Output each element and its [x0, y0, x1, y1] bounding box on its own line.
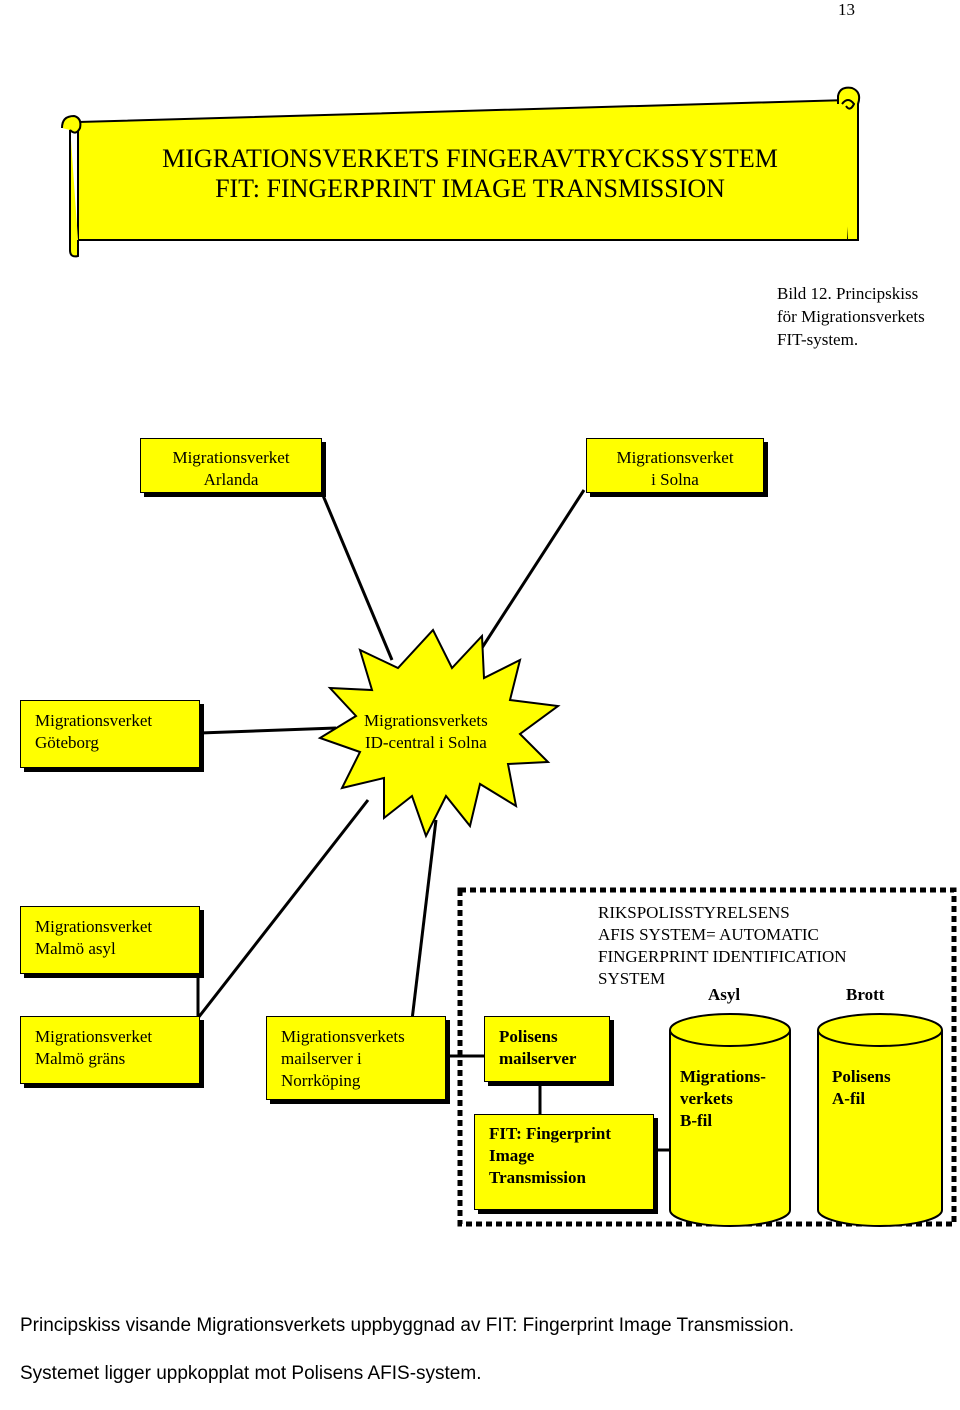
node-arlanda: Migrationsverket Arlanda [140, 438, 322, 493]
connector-solna [476, 489, 586, 655]
connector-malmo-asyl [196, 799, 370, 1019]
afis-title: RIKSPOLISSTYRELSENS AFIS SYSTEM= AUTOMAT… [598, 903, 847, 988]
node-fit: FIT: Fingerprint Image Transmission [474, 1114, 654, 1210]
diagram-canvas [61, 86, 957, 1227]
figure-note: Bild 12. Principskiss för Migrationsverk… [777, 282, 925, 351]
banner-title: MIGRATIONSVERKETS FINGERAVTRYCKSSYSTEM F… [80, 144, 860, 204]
page-number: 13 [838, 0, 855, 19]
db-brott-text: Polisens A-fil [832, 1067, 891, 1108]
connector-norrkoping [410, 819, 438, 1021]
node-id-central: Migrationsverkets ID-central i Solna [364, 711, 488, 752]
caption-line1: Principskiss visande Migrationsverkets u… [20, 1315, 795, 1336]
note-line1: Bild 12. Principskiss [777, 284, 919, 303]
node-malmo-asyl: Migrationsverket Malmö asyl [20, 906, 200, 974]
node-goteborg: Migrationsverket Göteborg [20, 700, 200, 768]
node-polisens-mailserver: Polisens mailserver [484, 1016, 610, 1082]
node-solna: Migrationsverket i Solna [586, 438, 764, 493]
node-mailserver-norrkoping: Migrationsverkets mailserver i Norrköpin… [266, 1016, 446, 1100]
db-asyl [669, 1013, 791, 1227]
figure-caption: Principskiss visande Migrationsverkets u… [20, 1290, 794, 1410]
note-line2: för Migrationsverkets [777, 307, 925, 326]
banner-title-line1: MIGRATIONSVERKETS FINGERAVTRYCKSSYSTEM [162, 144, 778, 173]
note-line3: FIT-system. [777, 330, 859, 349]
node-malmo-grans: Migrationsverket Malmö gräns [20, 1016, 200, 1084]
db-asyl-label: Asyl [708, 985, 741, 1004]
connector-arlanda [320, 492, 394, 661]
title-banner [61, 86, 861, 258]
db-brott [817, 1013, 943, 1227]
db-asyl-text: Migrations- verkets B-fil [680, 1067, 766, 1130]
caption-line2: Systemet ligger uppkopplat mot Polisens … [20, 1363, 482, 1384]
banner-title-line2: FIT: FINGERPRINT IMAGE TRANSMISSION [215, 174, 725, 203]
connector-goteborg [199, 726, 337, 735]
db-brott-label: Brott [846, 985, 885, 1004]
id-central-star [317, 628, 561, 839]
